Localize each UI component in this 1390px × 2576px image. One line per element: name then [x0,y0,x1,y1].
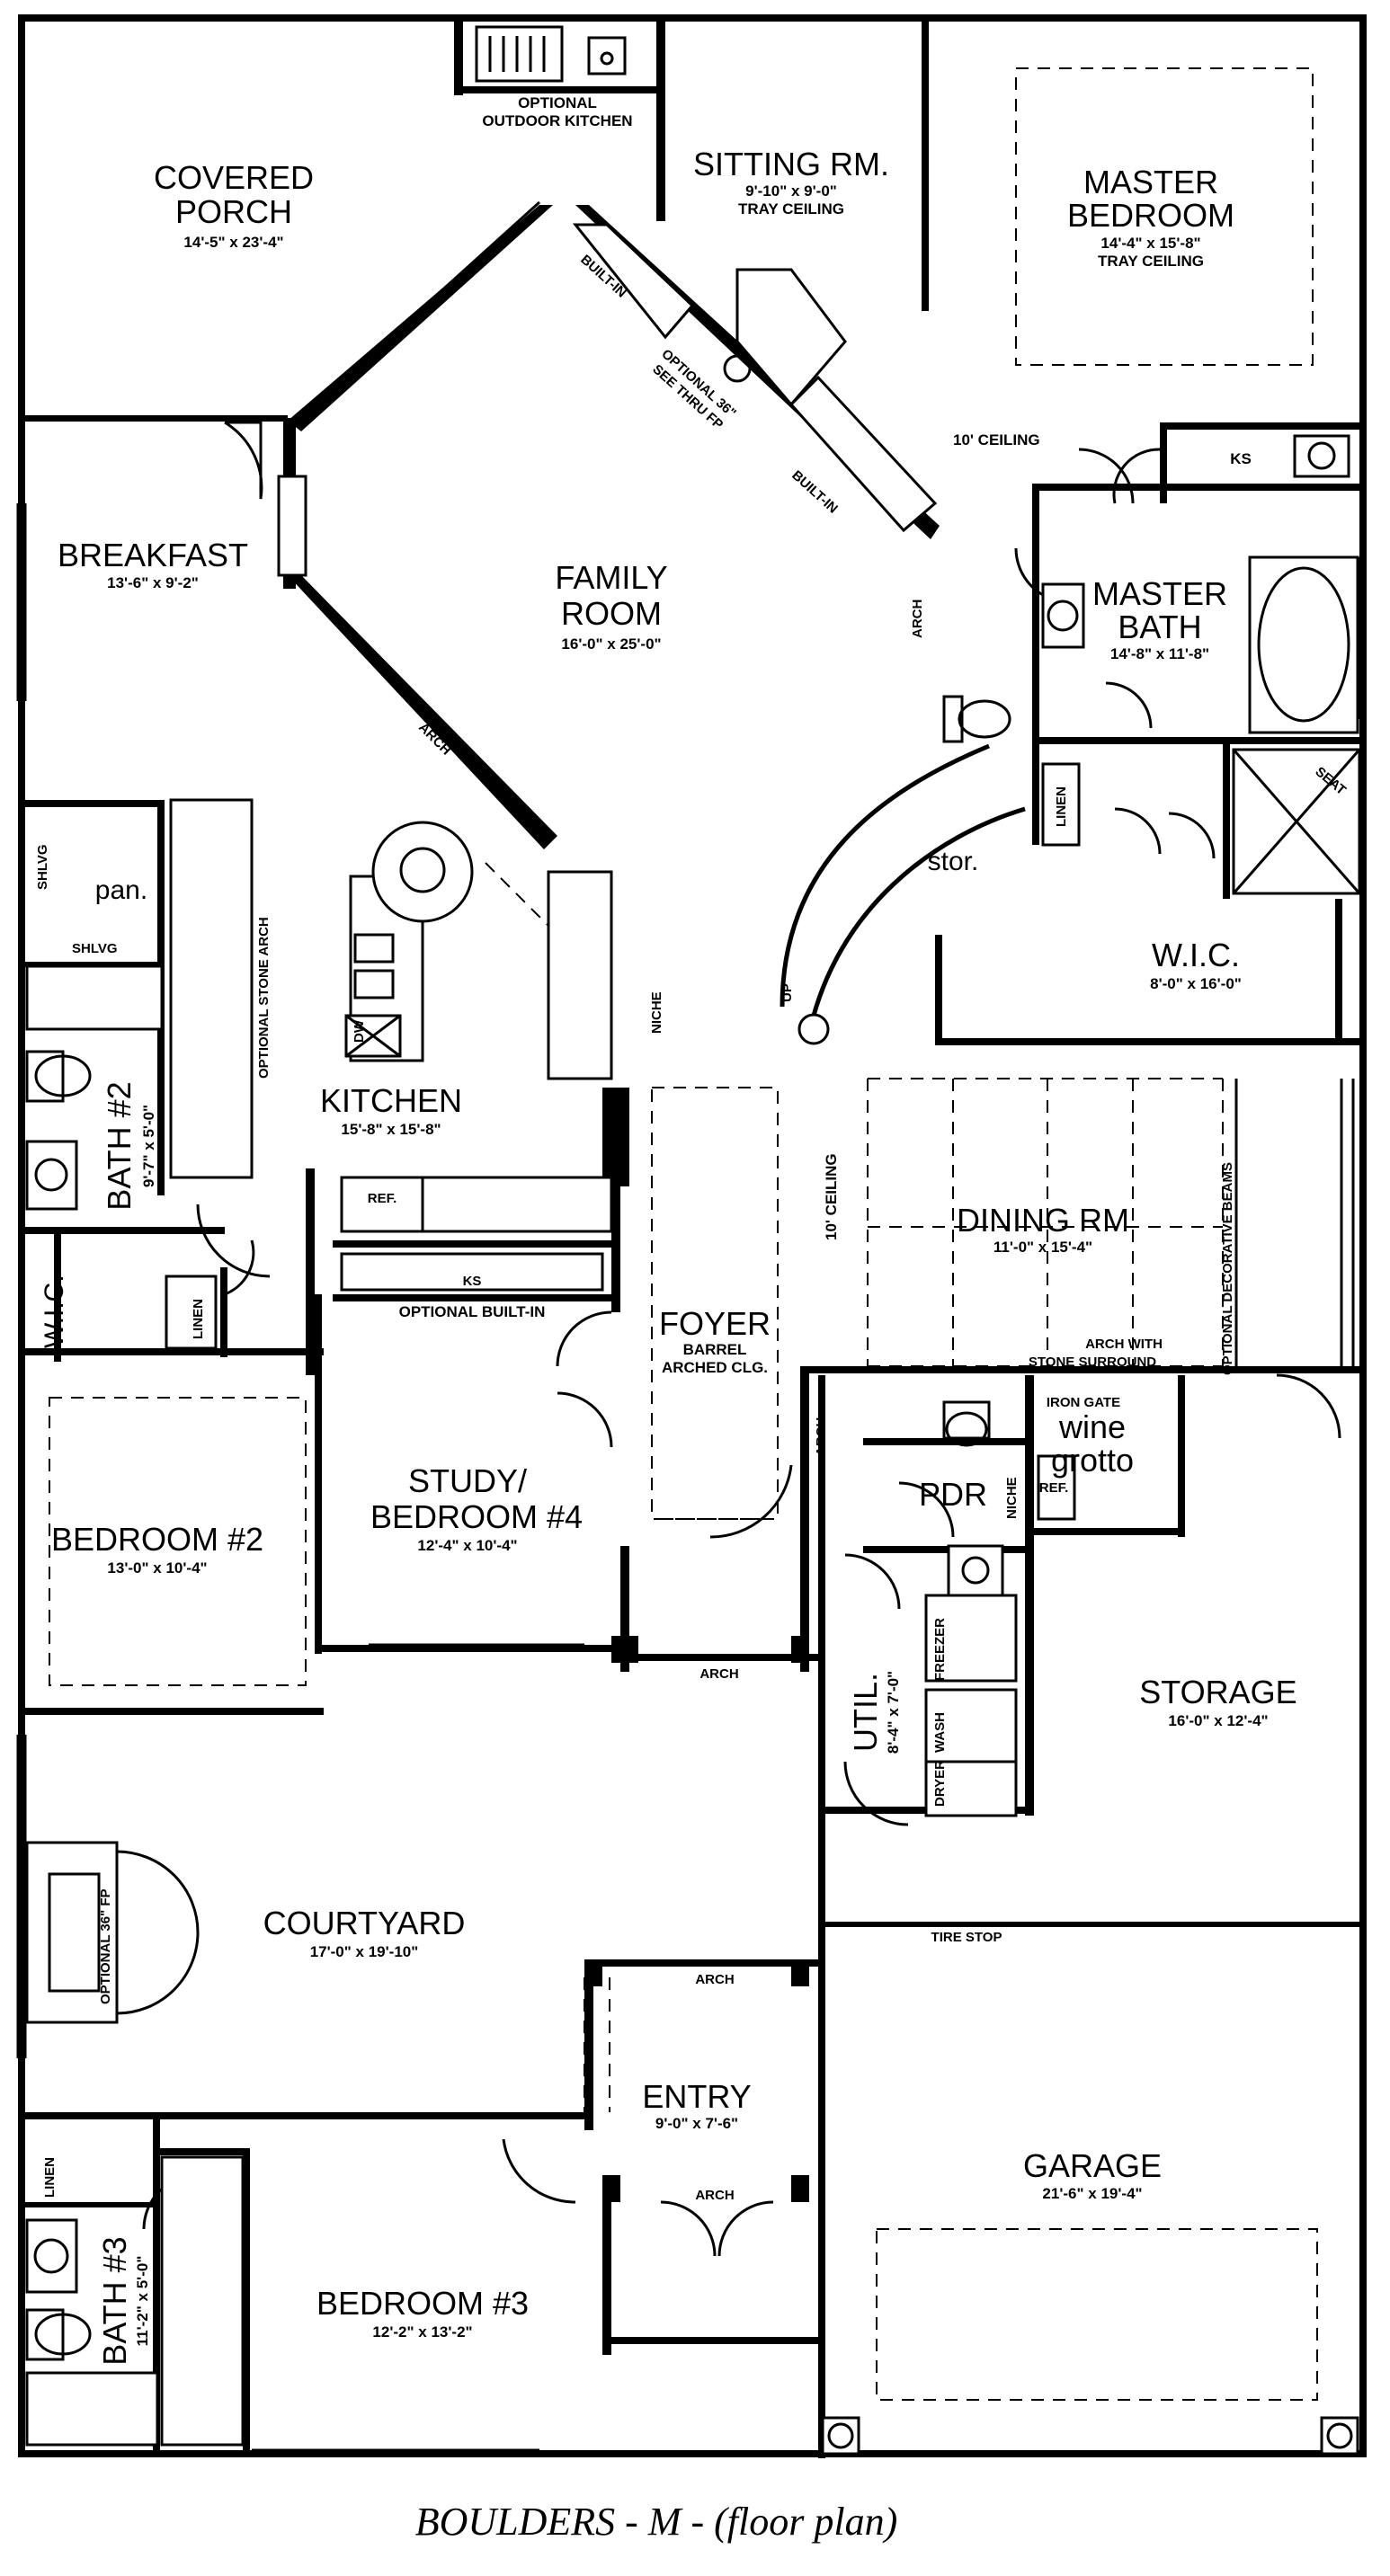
wine-name: wine [1058,1408,1126,1445]
ks-label: KS [1230,450,1252,467]
entry-name: ENTRY [642,2078,751,2115]
util-dim: 8'-4" x 7'-0" [885,1671,902,1754]
master-bedroom-name: MASTER [1083,164,1218,200]
arch-label: ARCH [695,1972,734,1987]
garage-dim: 21'-6" x 19'-4" [1042,2185,1142,2202]
optional-beams-label: OPTIONAL DECORATIVE BEAMS [1220,1162,1235,1375]
storage-name: STORAGE [1139,1674,1296,1710]
dining-dim: 11'-0" x 15'-4" [993,1239,1092,1256]
dining-name: DINING RM [957,1202,1129,1239]
ref-label: REF. [1039,1480,1069,1496]
optional-built-in-label: OPTIONAL BUILT-IN [399,1303,546,1320]
bedroom3-name: BEDROOM #3 [316,2285,529,2322]
outdoor-kitchen-label: OPTIONAL [518,94,597,111]
family-room-name: ROOM [561,595,662,632]
sitting-rm-dim: 9'-10" x 9'-0" [745,182,837,200]
shlvg-label: SHLVG [35,844,50,890]
wine-name: grotto [1051,1442,1134,1479]
storage-dim: 16'-0" x 12'-4" [1168,1712,1268,1729]
study-name: STUDY/ [408,1462,527,1499]
covered-porch-dim: 14'-5" x 23'-4" [183,234,283,251]
courtyard-dim: 17'-0" x 19'-10" [310,1943,419,1960]
foyer-name: FOYER [659,1305,771,1342]
ks-label: KS [463,1274,482,1289]
tire-stop-label: TIRE STOP [931,1930,1002,1945]
ceiling-label: 10' CEILING [953,431,1040,449]
entry-dim: 9'-0" x 7'-6" [655,2115,738,2132]
linen-label: LINEN [42,2157,58,2198]
wic-label: W.I.C. [40,1275,69,1348]
master-bedroom-note: TRAY CEILING [1098,253,1204,270]
exterior-walls [18,14,1367,2457]
freezer-label: FREEZER [932,1618,948,1681]
arch-label: ARCH [814,1417,829,1456]
wash-label: WASH [932,1712,948,1753]
bath2-name: BATH #2 [101,1081,138,1210]
sitting-rm-name: SITTING RM. [693,146,889,182]
ceiling-label: 10' CEILING [823,1153,840,1240]
covered-porch-name: COVERED [154,159,314,196]
room-labels: COVERED PORCH 14'-5" x 23'-4" SITTING RM… [51,146,1297,2366]
family-room-dim: 16'-0" x 25'-0" [561,635,661,653]
door-swings [142,421,1341,2257]
wic-master-name: W.I.C. [1152,937,1240,973]
covered-porch-name: PORCH [175,193,292,230]
ref-label: REF. [368,1191,397,1206]
arch-stone-label: STONE SURROUND [1029,1355,1156,1370]
outdoor-kitchen-label: OUTDOOR KITCHEN [482,112,632,129]
bedroom2-name: BEDROOM #2 [51,1521,263,1558]
arch-label: ARCH [699,1666,738,1682]
master-bath-dim: 14'-8" x 11'-8" [1110,645,1209,662]
built-in-label: BUILT-IN [789,467,841,516]
breakfast-dim: 13'-6" x 9'-2" [107,574,199,591]
stor-label: stor. [928,847,979,876]
dryer-label: DRYER [932,1760,948,1807]
ceiling-outlines [49,67,1318,2401]
niche-label: NICHE [1004,1477,1020,1519]
linen-label: LINEN [191,1299,206,1339]
bath2-dim: 9'-7" x 5'-0" [140,1105,157,1187]
arch-label: ARCH [613,1116,628,1155]
fixtures [25,25,1361,2456]
up-label: UP [780,983,795,1002]
niche-label: NICHE [649,991,664,1034]
family-room-name: FAMILY [555,559,667,596]
sitting-rm-note: TRAY CEILING [738,200,844,218]
master-bath-name: MASTER [1092,575,1227,612]
study-dim: 12'-4" x 10'-4" [417,1537,517,1554]
study-name: BEDROOM #4 [370,1498,583,1535]
wic-master-dim: 8'-0" x 16'-0" [1150,975,1242,992]
dw-label: DW [352,1019,367,1043]
windows [16,200,1361,2452]
pantry-label: pan. [95,875,147,905]
wine-note: IRON GATE [1047,1395,1120,1410]
optional-36-fp-label: OPTIONAL 36" FP [98,1888,113,2004]
kitchen-name: KITCHEN [320,1082,462,1119]
master-bedroom-name: BEDROOM [1067,197,1234,234]
pdr-name: PDR [919,1476,987,1513]
linen-label: LINEN [1054,786,1069,827]
master-bath-name: BATH [1118,608,1201,645]
bedroom3-dim: 12'-2" x 13'-2" [372,2323,472,2341]
kitchen-dim: 15'-8" x 15'-8" [341,1121,441,1138]
optional-stone-arch-label: OPTIONAL STONE ARCH [256,917,272,1079]
bedroom2-dim: 13'-0" x 10'-4" [107,1559,207,1577]
master-bedroom-dim: 14'-4" x 15'-8" [1100,235,1200,252]
arch-label: ARCH [695,2188,734,2203]
foyer-note: BARREL [683,1341,747,1358]
shlvg-label: SHLVG [72,941,118,956]
garage-name: GARAGE [1023,2147,1162,2184]
bath3-dim: 11'-2" x 5'-0" [134,2256,151,2347]
courtyard-name: COURTYARD [263,1905,466,1941]
breakfast-name: BREAKFAST [58,537,248,573]
foyer-note: ARCHED CLG. [662,1359,768,1376]
arch-stone-label: ARCH WITH [1085,1337,1163,1352]
bath3-name: BATH #3 [96,2236,133,2365]
arch-label: ARCH [910,600,925,638]
plan-title: BOULDERS - M - (floor plan) [415,2500,898,2544]
util-name: UTIL. [847,1673,884,1752]
